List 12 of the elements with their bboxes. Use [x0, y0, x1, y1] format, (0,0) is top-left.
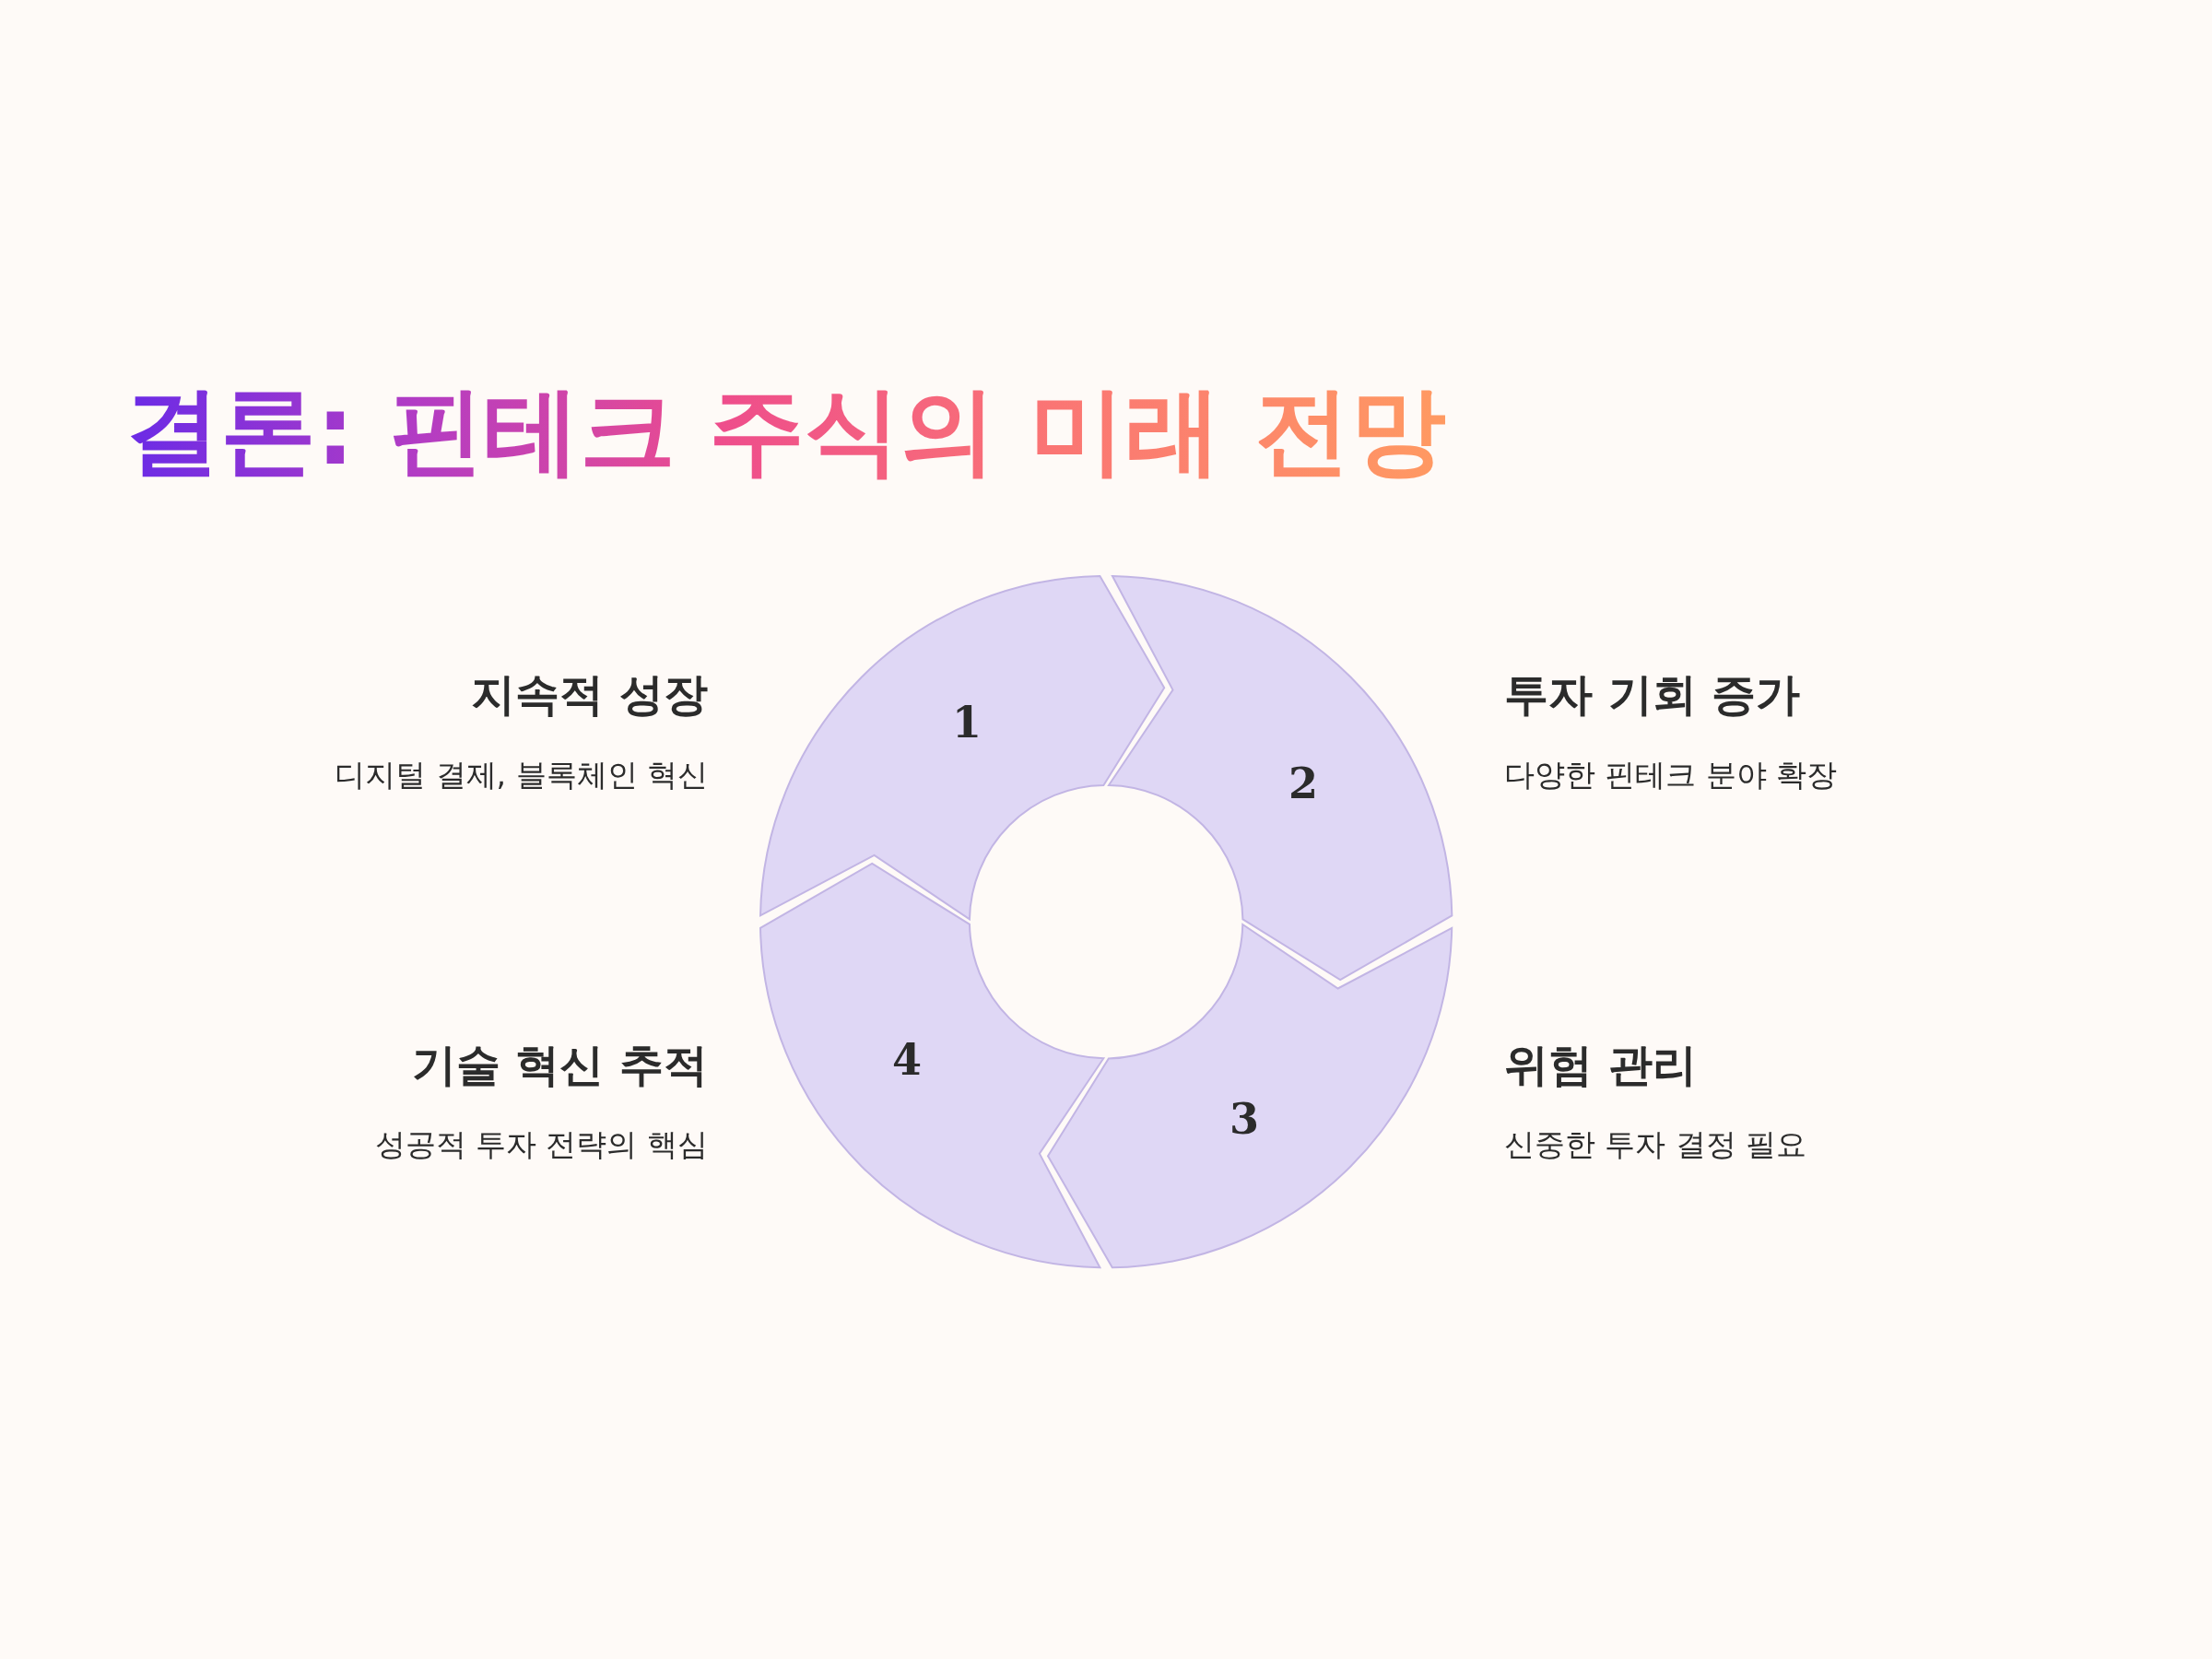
step-description: 디지털 결제, 블록체인 혁신 [335, 759, 708, 790]
step-heading: 지속적 성장 [471, 672, 708, 716]
step-number: 2 [1288, 762, 1318, 805]
step-description: 다양한 핀테크 분야 확장 [1504, 759, 1838, 790]
step-number: 1 [952, 701, 982, 744]
step-number: 4 [892, 1039, 922, 1081]
step-heading: 투자 기회 증가 [1504, 672, 1801, 716]
step-heading: 기술 혁신 추적 [411, 1042, 708, 1087]
step-number: 3 [1230, 1098, 1259, 1140]
step-description: 신중한 투자 결정 필요 [1504, 1128, 1807, 1159]
step-description: 성공적 투자 전략의 핵심 [374, 1128, 708, 1159]
step-heading: 위험 관리 [1504, 1042, 1697, 1087]
